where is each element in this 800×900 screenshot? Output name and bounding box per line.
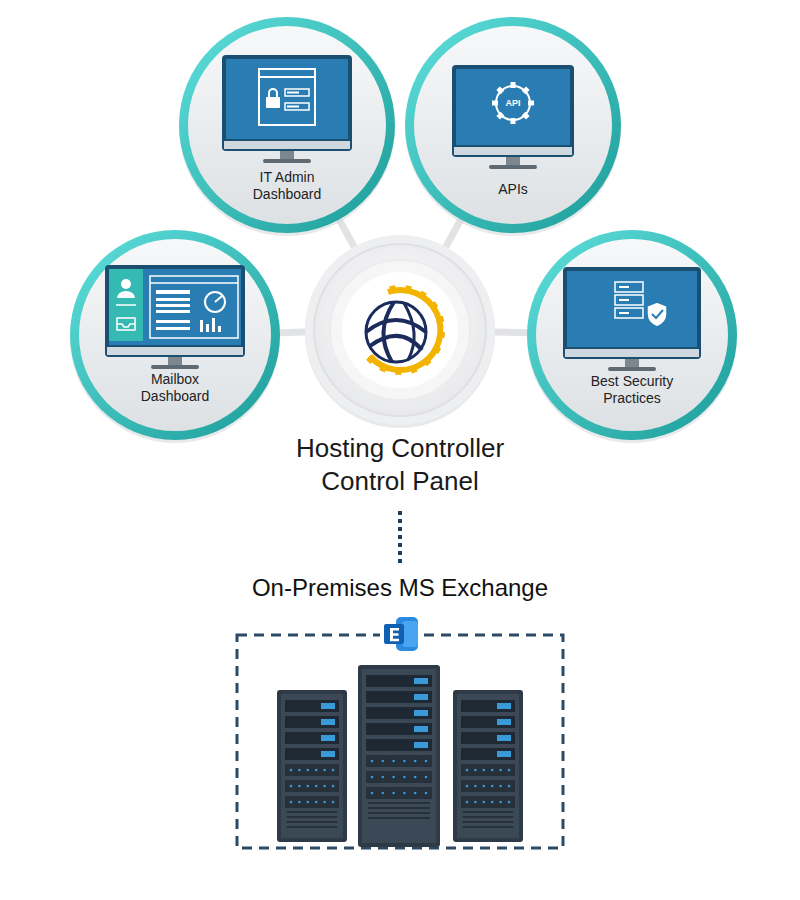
dotted-connector (398, 511, 402, 564)
server-box: On-Premises MS Exchange (232, 572, 568, 854)
node-heading: On-Premises MS Exchange (232, 574, 568, 603)
node-label: Mailbox Dashboard (125, 371, 225, 405)
service-node: Mailbox Dashboard (70, 230, 280, 440)
hub-connector (446, 220, 461, 247)
node-label: Best Security Practices (577, 373, 687, 407)
node-label: APIs (458, 181, 568, 198)
service-node: APIs API (405, 17, 621, 233)
hub-connector (339, 220, 354, 247)
security-circle (527, 230, 737, 440)
api-circle (405, 17, 621, 233)
node-heading: Hosting Controller Control Panel (275, 432, 525, 497)
node-label: IT Admin Dashboard (232, 169, 342, 203)
service-node: Best Security Practices (527, 230, 737, 440)
hub-connector (495, 329, 527, 337)
hub-connector (280, 329, 305, 337)
service-node: IT Admin Dashboard (179, 17, 395, 233)
exchange-server-group (232, 572, 568, 854)
service-node: Hosting Controller Control Panel (280, 235, 520, 503)
icon-label: API (498, 97, 528, 109)
mailbox-dashboard-circle (70, 230, 280, 440)
